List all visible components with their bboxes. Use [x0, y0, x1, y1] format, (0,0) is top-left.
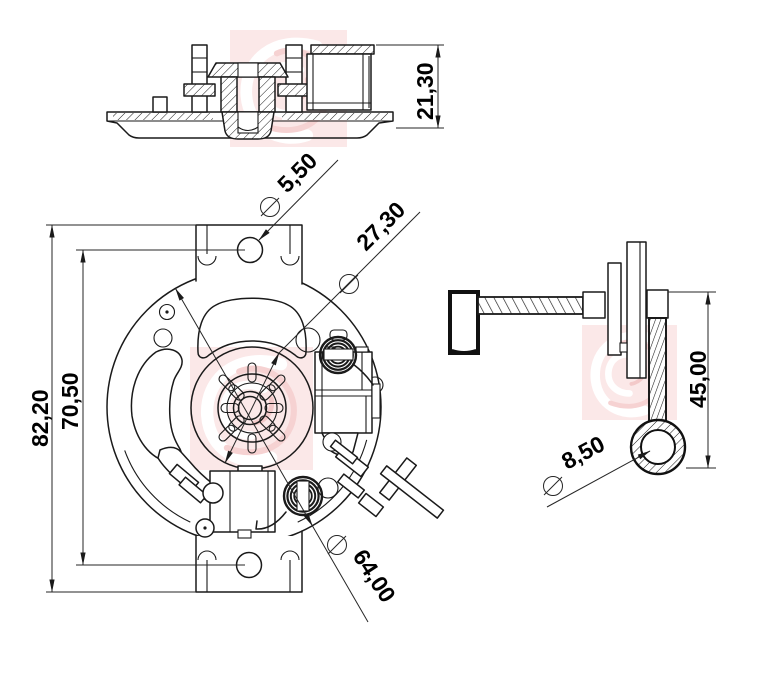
- kidney-cutout: [130, 348, 183, 464]
- brush-face-curve: [451, 349, 477, 353]
- leader-line: [312, 525, 369, 623]
- leader-line: [546, 450, 651, 508]
- eyelet-terminal: [629, 418, 687, 476]
- dim-label-70-50: 70,50: [57, 372, 83, 430]
- dimension-82-20: 82,20: [27, 224, 197, 593]
- brush-box-side: [306, 44, 375, 111]
- leader-line: [258, 159, 339, 241]
- dimension-line: [175, 288, 313, 527]
- dim-label-64-00: 64,00: [348, 545, 401, 607]
- spring-tower-right: [277, 44, 311, 113]
- diameter-symbol: [260, 197, 280, 217]
- dim-label-21-30: 21,30: [412, 62, 438, 120]
- mounting-tab-top: [195, 224, 303, 287]
- diameter-symbol: [327, 535, 347, 555]
- terminal-block: [646, 289, 669, 319]
- section-hatch: [113, 113, 213, 120]
- dim-label-45-00: 45,00: [685, 350, 711, 408]
- diameter-symbol: [543, 476, 563, 496]
- dim-label-27-30: 27,30: [351, 196, 410, 255]
- holder-plate-rear: [626, 241, 647, 379]
- dim-label-8-50: 8,50: [557, 430, 609, 474]
- dimension-45-00: 45,00: [668, 291, 716, 469]
- dim-label-82-20: 82,20: [27, 389, 53, 447]
- mounting-tab-bottom: [195, 530, 303, 593]
- terminal-blade-assembly: [329, 439, 445, 519]
- braided-pigtail: [477, 296, 584, 315]
- diameter-symbol: [339, 274, 359, 294]
- plate-lug: [152, 96, 168, 113]
- spring-tower-left: [183, 44, 216, 113]
- base-plate-outline: [106, 111, 394, 139]
- brush-detail-view: [448, 241, 687, 476]
- spring-arm: [352, 363, 374, 386]
- dimension-70-50: 70,50: [57, 249, 245, 566]
- center-bushing: [207, 62, 289, 140]
- coil-spring-upper: [318, 329, 374, 386]
- holder-plate-front: [607, 262, 622, 356]
- section-hatch: [282, 113, 388, 120]
- carbon-brush: [448, 290, 480, 355]
- dimension-21-30: 21,30: [376, 44, 444, 129]
- top-view-side-profile: [106, 44, 394, 140]
- dim-label-5-50: 5,50: [272, 147, 322, 197]
- twisted-lead: [648, 317, 667, 423]
- pivot-hole: [202, 482, 224, 504]
- pigtail-crimp: [582, 291, 606, 319]
